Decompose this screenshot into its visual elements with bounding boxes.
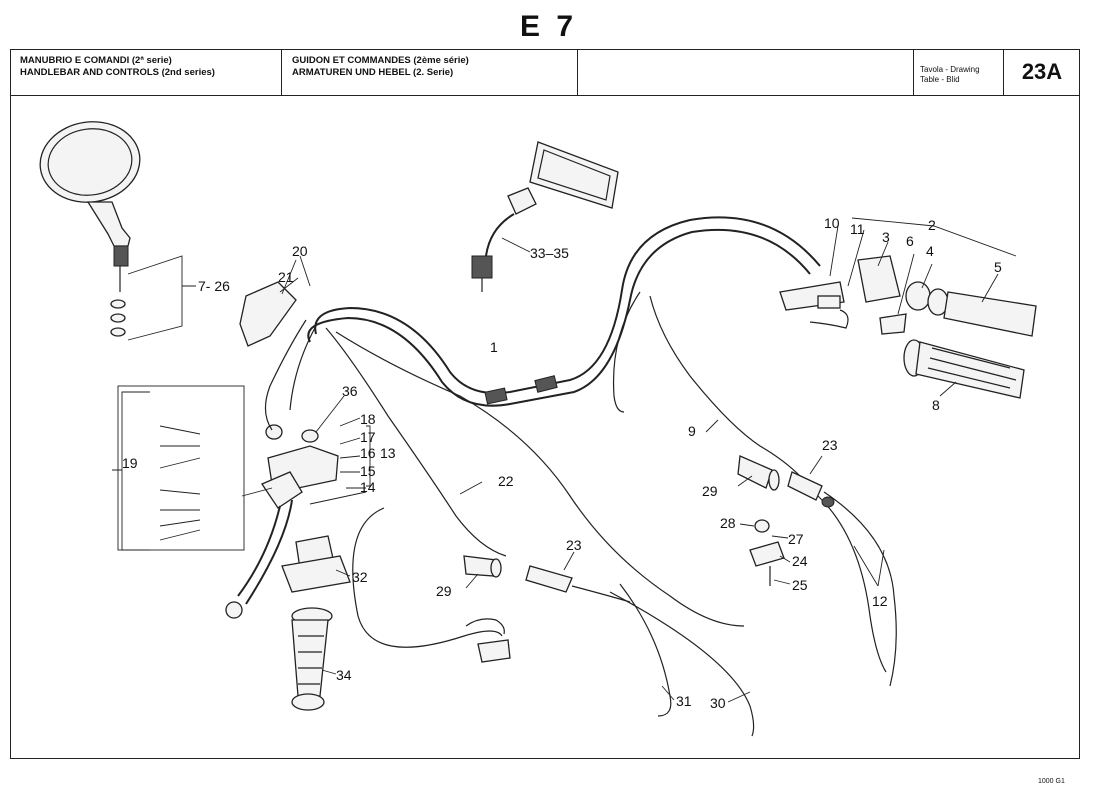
callout-8: 8 [932,397,940,413]
callout-23-left: 23 [566,537,582,553]
footer-code: 1000 G1 [1038,778,1065,785]
callout-23-right: 23 [822,437,838,453]
cable-adjuster-left [525,565,631,603]
callout-9: 9 [688,423,696,439]
boot-29-left [463,555,502,578]
callout-32: 32 [352,569,368,585]
callout-28: 28 [720,515,736,531]
handlebar [307,216,821,407]
callout-31: 31 [676,693,692,709]
callout-16: 16 [360,445,376,461]
throttle-assembly [779,255,1037,337]
callout-4: 4 [926,243,934,259]
callout-15: 15 [360,463,376,479]
callout-30: 30 [710,695,726,711]
callout-10: 10 [824,215,840,231]
callout-25: 25 [792,577,808,593]
callout-36: 36 [342,383,358,399]
left-grip-34 [291,607,333,711]
callout-34: 34 [336,667,352,683]
table-label-2: Table - Blid [920,75,960,84]
cable-set [264,291,897,737]
callout-17: 17 [360,429,376,445]
title-cell-fr-de: GUIDON ET COMMANDES (2ème série) ARMATUR… [282,49,578,95]
title-german: ARMATUREN UND HEBEL (2. Serie) [292,67,454,78]
table-label-cell: Tavola - Drawing Table - Blid [914,49,1004,95]
callout-1: 1 [490,339,498,355]
callout-24: 24 [792,553,808,569]
callout-18: 18 [360,411,376,427]
boot-29-right [737,455,780,491]
title-italian: MANUBRIO E COMANDI (2ª serie) [20,55,172,66]
callout-12: 12 [872,593,888,609]
blank-cell [578,49,914,95]
callout-2: 2 [928,217,936,233]
title-cell-it-en: MANUBRIO E COMANDI (2ª serie) HANDLEBAR … [10,49,282,95]
callout-5: 5 [994,259,1002,275]
drawing-frame [10,49,1080,759]
callout-19: 19 [122,455,138,471]
title-french: GUIDON ET COMMANDES (2ème série) [292,55,469,66]
callout-29-left: 29 [436,583,452,599]
callout-29-right: 29 [702,483,718,499]
adjuster-bracket-parts [749,519,785,586]
callout-11: 11 [850,221,865,237]
connector-plug [465,618,511,663]
table-label-1: Tavola - Drawing [920,65,980,74]
callout-20: 20 [292,243,308,259]
table-number: 23A [1021,59,1063,84]
page-code: E 7 [520,10,578,43]
callout-13: 13 [380,445,396,461]
callout-7-26: 7- 26 [198,278,230,294]
right-mirror [471,141,619,292]
callout-22: 22 [498,473,514,489]
callout-27: 27 [788,531,804,547]
exploded-parts-diagram: 1 2 3 4 5 6 7- 26 8 9 10 11 12 13 14 15 … [39,121,1037,737]
title-block: MANUBRIO E COMANDI (2ª serie) HANDLEBAR … [10,49,1080,96]
callout-21: 21 [278,269,294,285]
title-english: HANDLEBAR AND CONTROLS (2nd series) [20,67,215,78]
right-grip [903,339,1025,399]
throttle-housing-32 [281,535,351,593]
callout-6: 6 [906,233,914,249]
left-mirror [39,121,141,337]
callout-33-35: 33–35 [530,245,569,261]
callout-3: 3 [882,229,890,245]
left-lever-assembly [225,281,339,619]
cable-adjuster-right [787,471,835,508]
callout-14: 14 [360,479,376,495]
callout-labels: 1 2 3 4 5 6 7- 26 8 9 10 11 12 13 14 15 … [122,215,1002,711]
